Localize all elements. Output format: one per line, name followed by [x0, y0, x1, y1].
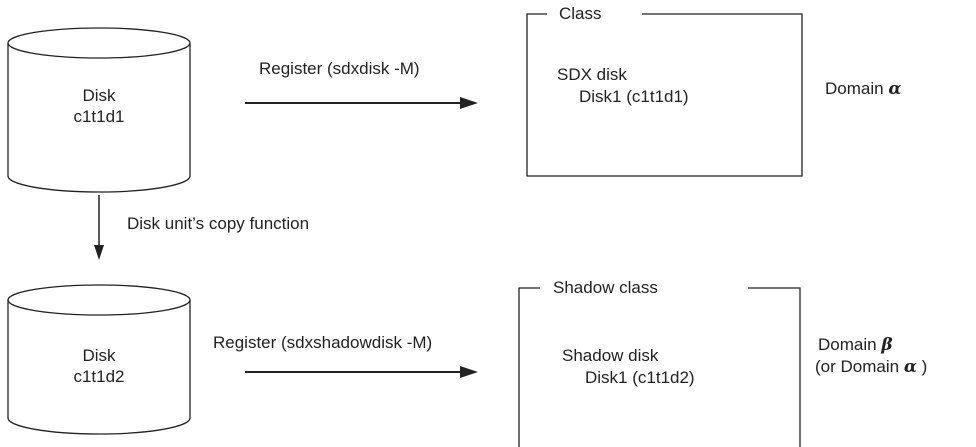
class-box-line1: SDX disk [557, 65, 627, 84]
class-box-line2: Disk1 (c1t1d1) [579, 87, 689, 106]
domain-bottom-alt-open: (or Domain [815, 357, 900, 376]
disk-cylinder-bottom [7, 284, 191, 435]
domain-top-greek: α [888, 79, 902, 99]
register-arrow-bottom [245, 366, 478, 378]
shadow-class-box-line2: Disk1 (c1t1d2) [585, 368, 695, 387]
disk-top-label: Disk [82, 86, 116, 105]
domain-top-label: Domain α [825, 79, 901, 99]
disk-top-device: c1t1d1 [73, 107, 125, 126]
shadow-class-box-frame [518, 287, 801, 447]
domain-bottom-alt-close: ) [921, 357, 928, 376]
register-top-label: Register (sdxdisk -M) [259, 59, 420, 78]
shadow-class-box-line1: Shadow disk [562, 346, 659, 365]
copy-function-label: Disk unit’s copy function [127, 214, 310, 233]
register-bottom-label: Register (sdxshadowdisk -M) [213, 333, 433, 352]
domain-bottom-alt-label: (or Domain α ) [815, 357, 927, 377]
disk-cylinder-top [7, 27, 191, 193]
disk-bottom-label: Disk [82, 346, 116, 365]
domain-top-prefix: Domain [825, 79, 884, 98]
disk-bottom-device: c1t1d2 [73, 367, 125, 386]
register-arrow-top [245, 97, 478, 109]
domain-bottom-label: Domain β [818, 335, 893, 355]
domain-bottom-greek: β [881, 335, 893, 355]
domain-bottom-prefix: Domain [818, 335, 877, 354]
class-box-title: Class [557, 4, 604, 24]
domain-bottom-alt-greek: α [903, 357, 917, 377]
shadow-class-box-title: Shadow class [551, 278, 660, 298]
copy-arrow [94, 195, 104, 260]
class-box-frame [526, 13, 803, 177]
